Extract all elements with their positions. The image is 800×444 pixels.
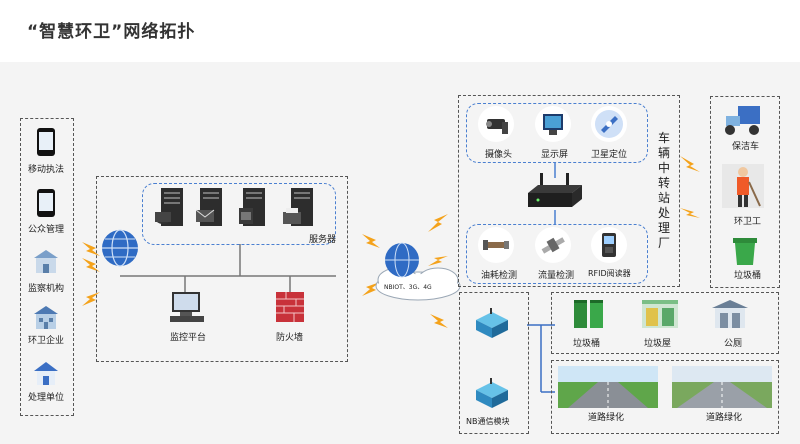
vehicle-router-icon — [528, 173, 582, 209]
right-column-group — [710, 96, 780, 288]
vehicle-devices-top — [466, 103, 648, 163]
servers-label: 服务器 — [309, 235, 337, 245]
cloud-label: NBIOT、3G、4G — [384, 284, 432, 291]
left-item-label: 移动执法 — [28, 165, 65, 175]
monitor-label: 监控平台 — [170, 333, 207, 343]
camera-icon — [478, 106, 514, 142]
cloud-icon — [368, 240, 464, 306]
device-label: RFID阅读器 — [588, 269, 631, 278]
road-image — [672, 366, 772, 408]
trash-bin-icon — [573, 298, 605, 330]
left-item-label: 公众管理 — [28, 225, 65, 235]
comm-module-group — [459, 292, 529, 434]
device-label: 显示屏 — [541, 150, 569, 160]
server-icon — [283, 188, 313, 226]
comm-module-label: NB通信模块 — [466, 417, 510, 426]
device-label: 卫星定位 — [591, 150, 628, 160]
vehicle-group-title: 车辆中转站处理厂 — [657, 131, 670, 250]
flow-sensor-icon — [535, 227, 571, 263]
facility-label: 公厕 — [724, 339, 743, 349]
fuel-sensor-icon — [478, 227, 514, 263]
comm-module-icon — [472, 378, 512, 410]
center-group — [96, 176, 348, 362]
left-item-label: 监察机构 — [28, 284, 65, 294]
facility-label: 垃圾屋 — [644, 339, 672, 349]
left-column-group — [20, 118, 74, 416]
vehicle-devices-bottom — [466, 224, 648, 284]
building-icon — [32, 248, 60, 274]
vehicle-group — [458, 95, 680, 287]
left-item-label: 处理单位 — [28, 393, 65, 403]
servers-group — [142, 183, 336, 245]
globe-router-icon — [100, 228, 140, 268]
road-image — [558, 366, 658, 408]
page-header: “智慧环卫”网络拓扑 — [0, 0, 800, 62]
firewall-label: 防火墙 — [276, 333, 304, 343]
garbage-house-icon — [640, 298, 680, 330]
server-icon — [195, 188, 224, 226]
page-title: “智慧环卫”网络拓扑 — [27, 22, 196, 42]
lightning-bolts — [82, 156, 700, 328]
road-label: 道路绿化 — [588, 413, 625, 423]
cleaning-vehicle-icon — [720, 102, 766, 138]
rfid-reader-icon — [591, 227, 627, 263]
sanitation-worker-icon — [722, 164, 764, 208]
facility-label: 垃圾桶 — [573, 339, 601, 349]
smartphone-icon — [37, 189, 55, 217]
smartphone-icon — [37, 128, 55, 156]
left-item-label: 环卫企业 — [28, 336, 65, 346]
public-toilet-icon — [712, 298, 748, 330]
roads-group — [551, 360, 779, 434]
building-icon — [32, 304, 60, 330]
firewall-icon — [276, 292, 304, 322]
server-icon — [155, 188, 185, 226]
road-label: 道路绿化 — [706, 413, 743, 423]
device-label: 流量检测 — [538, 271, 575, 281]
right-item-label: 垃圾桶 — [734, 271, 762, 281]
facilities-group — [551, 292, 779, 354]
comm-module-icon — [472, 308, 512, 340]
device-label: 油耗检测 — [481, 271, 518, 281]
right-item-label: 保洁车 — [732, 142, 760, 152]
satellite-icon — [591, 106, 627, 142]
device-label: 摄像头 — [485, 150, 513, 160]
right-item-label: 环卫工 — [734, 217, 762, 227]
trash-bin-icon — [732, 236, 758, 266]
monitor-icon — [170, 292, 204, 324]
house-icon — [32, 360, 60, 386]
server-icon — [239, 188, 267, 226]
display-icon — [535, 106, 571, 142]
